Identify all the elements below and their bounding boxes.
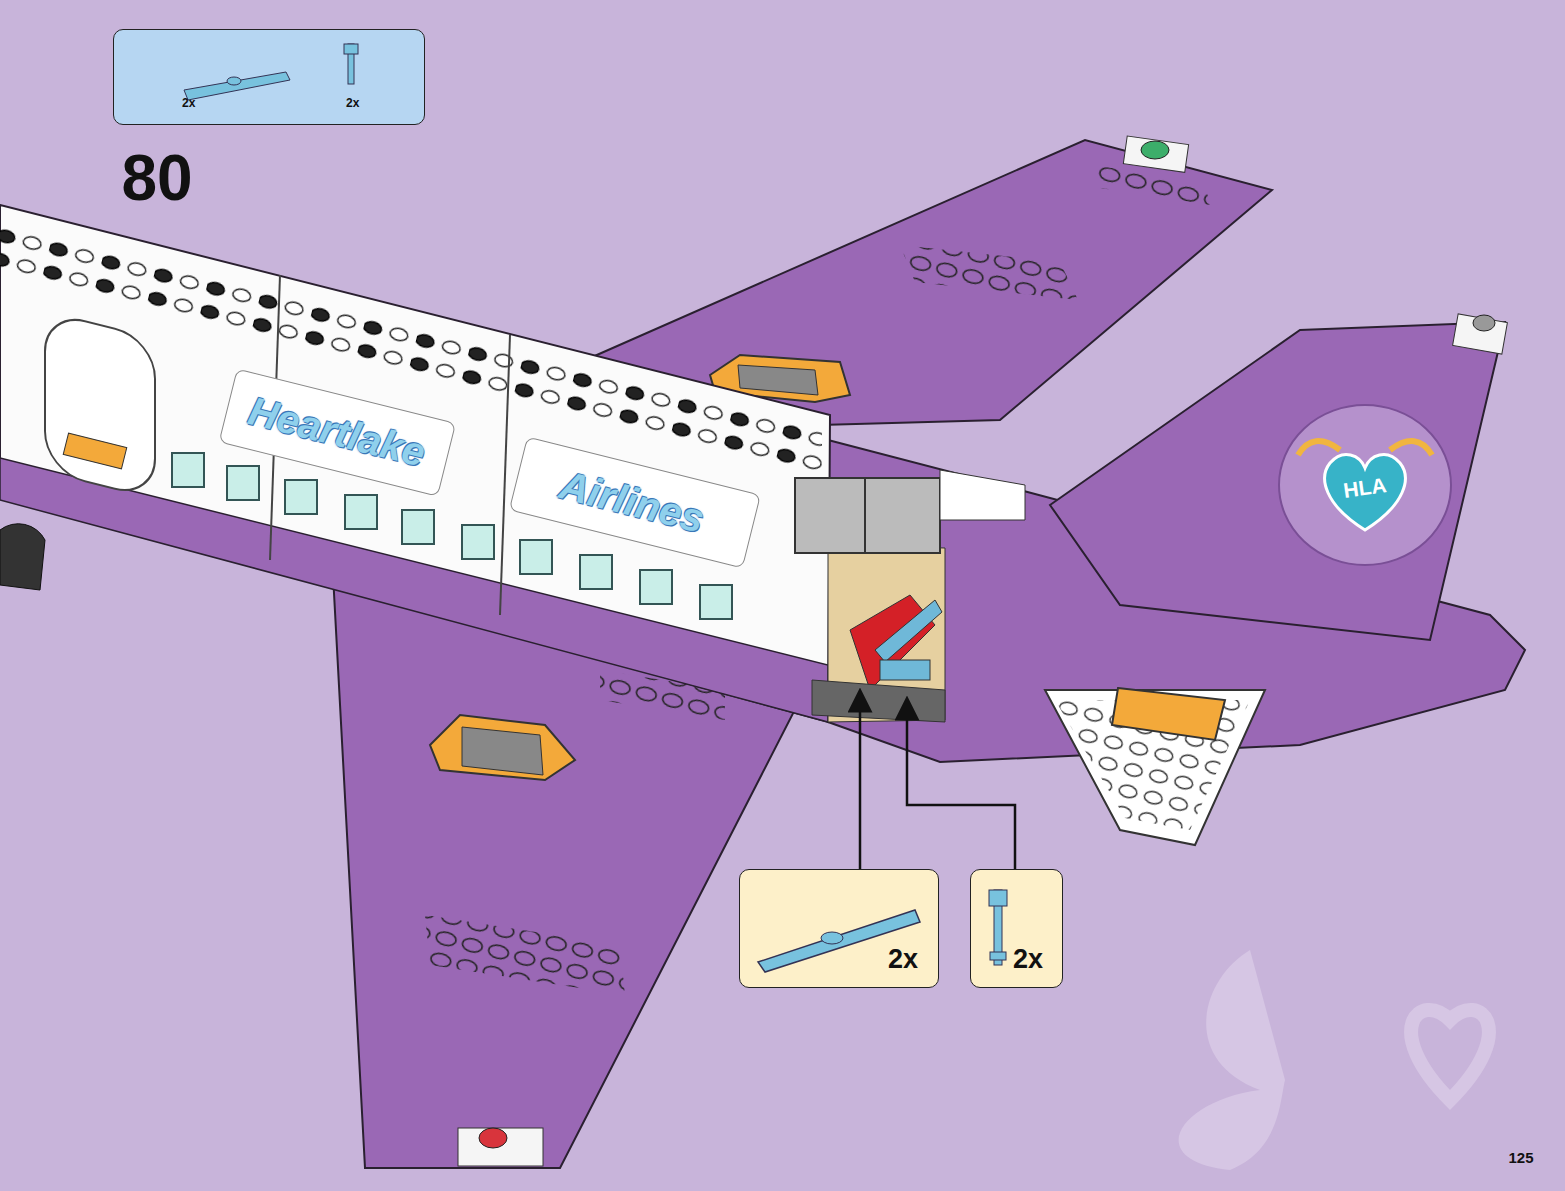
page-number: 125 bbox=[1508, 1149, 1533, 1166]
part-count: 2x bbox=[1013, 944, 1043, 975]
part-count: 2x bbox=[888, 944, 918, 975]
part-count: 2x bbox=[346, 96, 359, 110]
callout-box: 2x bbox=[739, 869, 939, 988]
step-number: 80 bbox=[121, 141, 192, 215]
callout-box: 2x 2x bbox=[113, 29, 425, 125]
part-icon bbox=[114, 30, 424, 124]
callout-box: 2x bbox=[970, 869, 1063, 988]
part-count: 2x bbox=[182, 96, 195, 110]
